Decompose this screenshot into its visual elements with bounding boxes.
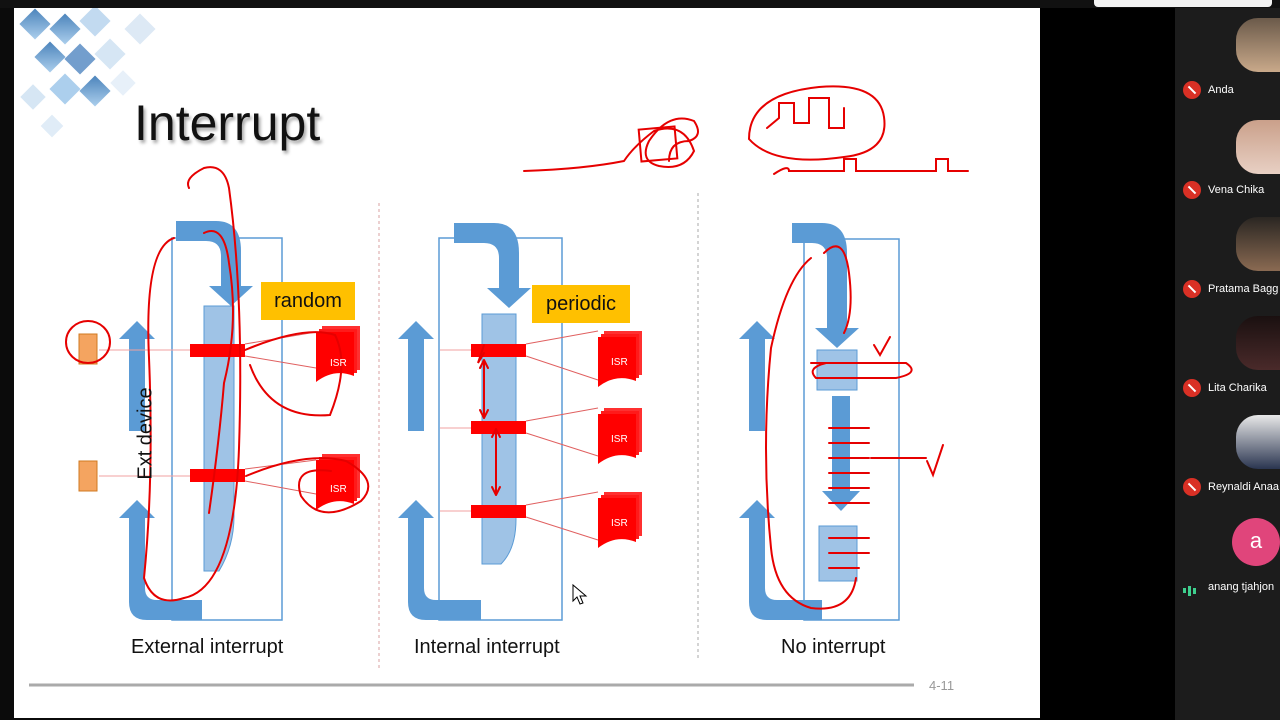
participant-tile[interactable]: a anang tjahjon bbox=[1175, 505, 1280, 605]
isr-label: ISR bbox=[330, 358, 347, 369]
participant-name: Reynaldi Anaa bbox=[1208, 481, 1279, 493]
caption-internal: Internal interrupt bbox=[414, 636, 560, 658]
isr-label: ISR bbox=[611, 434, 628, 445]
participant-video bbox=[1236, 217, 1280, 271]
random-tag: random bbox=[261, 282, 355, 320]
black-gap bbox=[1040, 8, 1175, 720]
top-bar-pill bbox=[1094, 0, 1272, 7]
mic-off-icon bbox=[1183, 181, 1201, 199]
participant-tile[interactable]: Vena Chika bbox=[1175, 108, 1280, 208]
participant-name: Lita Charika bbox=[1208, 382, 1267, 394]
ext-device-icon bbox=[78, 333, 98, 365]
participant-video bbox=[1236, 18, 1280, 72]
periodic-tag: periodic bbox=[532, 285, 630, 323]
internal-interrupt-diagram bbox=[398, 223, 642, 621]
pen-annotations bbox=[65, 85, 969, 610]
interrupt-marker bbox=[190, 344, 245, 357]
interrupt-marker bbox=[190, 469, 245, 482]
participant-video bbox=[1236, 316, 1280, 370]
mic-off-icon bbox=[1183, 280, 1201, 298]
mic-off-icon bbox=[1183, 81, 1201, 99]
participant-video bbox=[1236, 415, 1280, 469]
mic-off-icon bbox=[1183, 478, 1201, 496]
mouse-cursor-icon bbox=[572, 583, 588, 605]
mic-off-icon bbox=[1183, 379, 1201, 397]
participant-tile[interactable]: Reynaldi Anaa bbox=[1175, 405, 1280, 505]
participant-name: Pratama Bagg bbox=[1208, 283, 1279, 295]
no-interrupt-diagram bbox=[739, 223, 900, 621]
isr-label: ISR bbox=[611, 518, 628, 529]
page-number: 4-11 bbox=[929, 678, 955, 693]
caption-external: External interrupt bbox=[131, 636, 284, 658]
participant-tile[interactable]: Pratama Bagg bbox=[1175, 207, 1280, 307]
speaking-indicator-icon bbox=[1183, 582, 1199, 596]
participant-name: Vena Chika bbox=[1208, 184, 1265, 196]
slide-title: Interrupt bbox=[134, 95, 321, 151]
ext-device-label: Ext device bbox=[134, 387, 157, 480]
participant-tile[interactable]: Anda bbox=[1175, 8, 1280, 108]
participant-name: Anda bbox=[1208, 84, 1234, 96]
participants-panel: Anda Vena Chika Pratama Bagg Lita Charik… bbox=[1175, 8, 1280, 720]
top-bar bbox=[0, 0, 1280, 8]
caption-none: No interrupt bbox=[781, 636, 886, 658]
isr-label: ISR bbox=[330, 484, 347, 495]
presentation-slide: Interrupt random periodic Ext device ISR… bbox=[14, 8, 1040, 718]
participant-initial-avatar: a bbox=[1232, 518, 1280, 566]
slide-graphics bbox=[19, 8, 969, 687]
participant-video bbox=[1236, 120, 1280, 174]
ext-device-icon bbox=[78, 460, 98, 492]
isr-label: ISR bbox=[611, 357, 628, 368]
participant-name: anang tjahjon bbox=[1208, 581, 1275, 593]
participant-tile[interactable]: Lita Charika bbox=[1175, 306, 1280, 406]
